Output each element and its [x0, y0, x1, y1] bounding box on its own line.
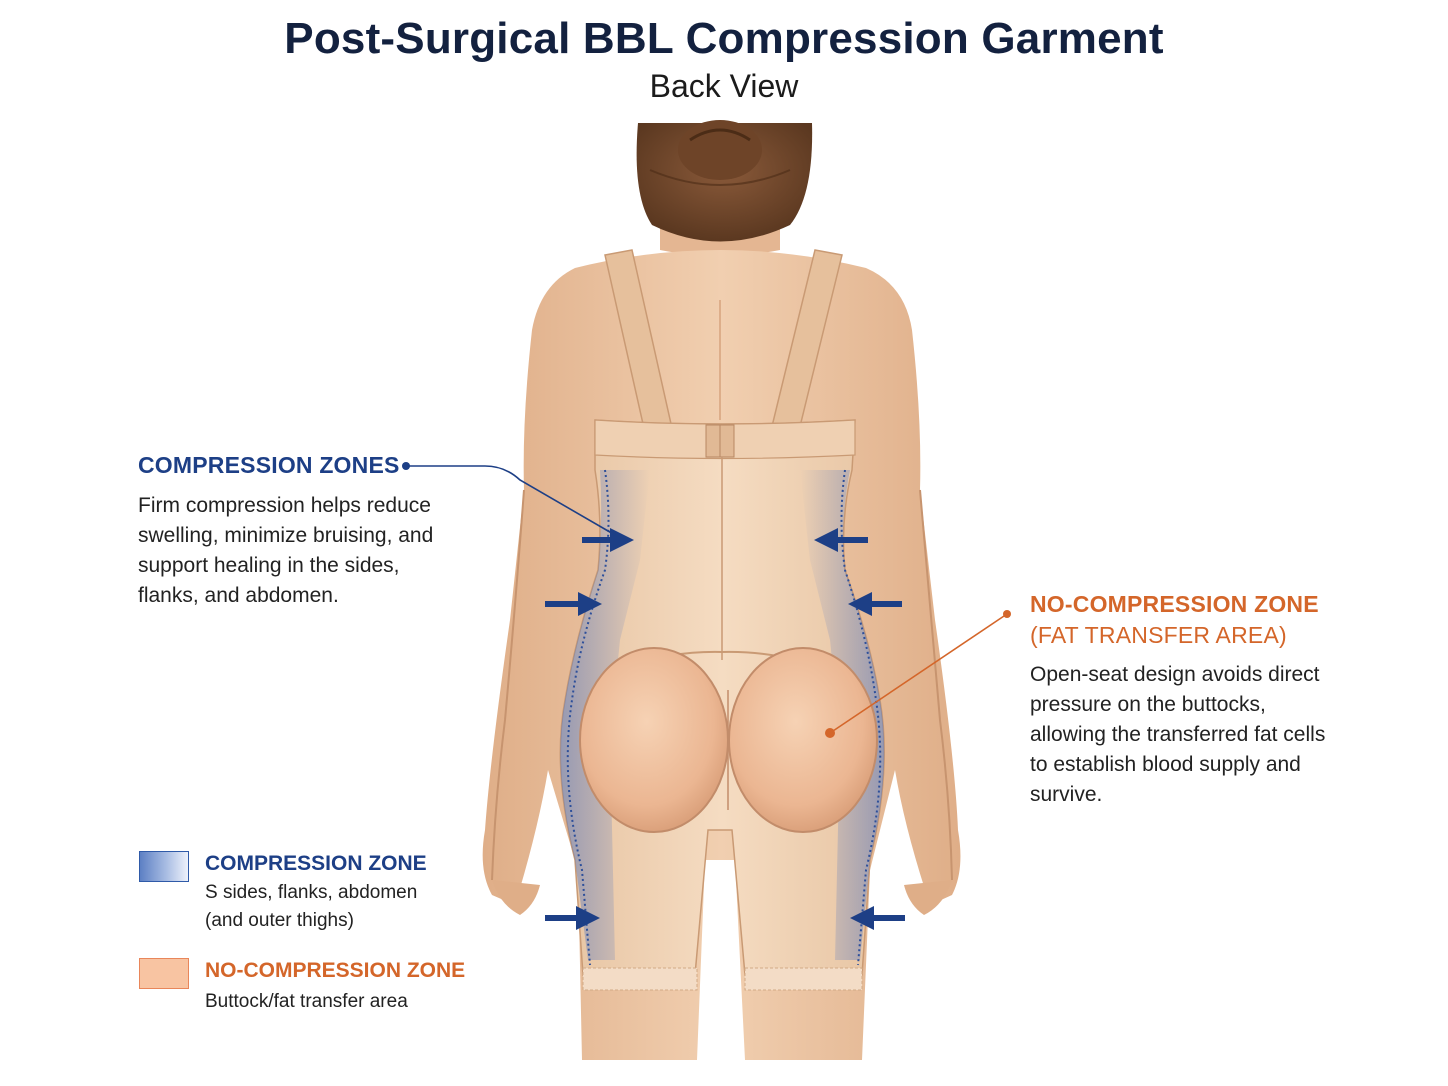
compression-zones-description: Firm compression helps reduce swelling, …	[138, 494, 434, 607]
page-subtitle: Back View	[649, 68, 799, 104]
legend-desc-compression-extra: (and outer thighs)	[205, 910, 354, 931]
legend-swatch-compression	[139, 851, 189, 882]
compression-arrows	[545, 528, 905, 930]
figure-head	[636, 120, 813, 256]
callout-leaders	[402, 462, 1011, 738]
legend-desc-no-compression: Buttock/fat transfer area	[205, 991, 408, 1012]
dot-icon	[825, 728, 835, 738]
no-compression-zone-description: Open-seat design avoids direct pressure …	[1030, 663, 1326, 806]
legend-swatch-no-compression	[139, 958, 189, 989]
no-compression-zone-subheading: (FAT TRANSFER AREA)	[1030, 622, 1287, 648]
no-compression-zone-heading: NO-COMPRESSION ZONE	[1030, 591, 1319, 617]
legend-desc-compression: S sides, flanks, abdomen	[205, 882, 418, 903]
legend-title-no-compression: NO-COMPRESSION ZONE	[205, 959, 466, 982]
legend-title-compression: COMPRESSION ZONE	[205, 852, 427, 875]
page-title: Post-Surgical BBL Compression Garment	[284, 14, 1164, 63]
compression-zones-heading: COMPRESSION ZONES	[138, 452, 400, 478]
fat-transfer-area	[579, 647, 878, 833]
